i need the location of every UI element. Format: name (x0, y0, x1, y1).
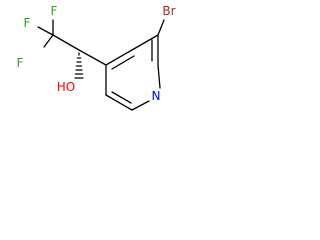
hashed-wedge-bond (74, 52, 84, 79)
bond-c-f-left (43, 34, 54, 48)
bond-stereocenter-to-cf3 (52, 34, 80, 51)
chemical-structure: Br N HO F F F (17, 4, 176, 111)
atom-fluorine-top: F (51, 4, 58, 18)
atom-fluorine-top-left: F (24, 16, 31, 30)
bond-ring-c3-c4 (131, 34, 159, 51)
bond-ring-c4-c5-inner (111, 55, 135, 70)
atom-hydroxyl: HO (57, 80, 75, 94)
atom-nitrogen: N (152, 89, 161, 103)
atom-bromine: Br (162, 4, 175, 18)
bond-ring-c4-c5 (105, 49, 133, 66)
bond-c-br (157, 19, 165, 36)
pyridine-ring (105, 34, 161, 111)
bond-ring-c6-c7 (105, 94, 133, 111)
bond-ring-c7-n (131, 100, 150, 111)
bond-ring-to-stereocenter (78, 49, 107, 66)
bond-ring-c6-c7-inner (111, 91, 132, 104)
bond-c-f-top-left (37, 26, 54, 36)
atom-fluorine-left: F (17, 56, 24, 70)
bond-ring-n-c2 (157, 64, 161, 89)
